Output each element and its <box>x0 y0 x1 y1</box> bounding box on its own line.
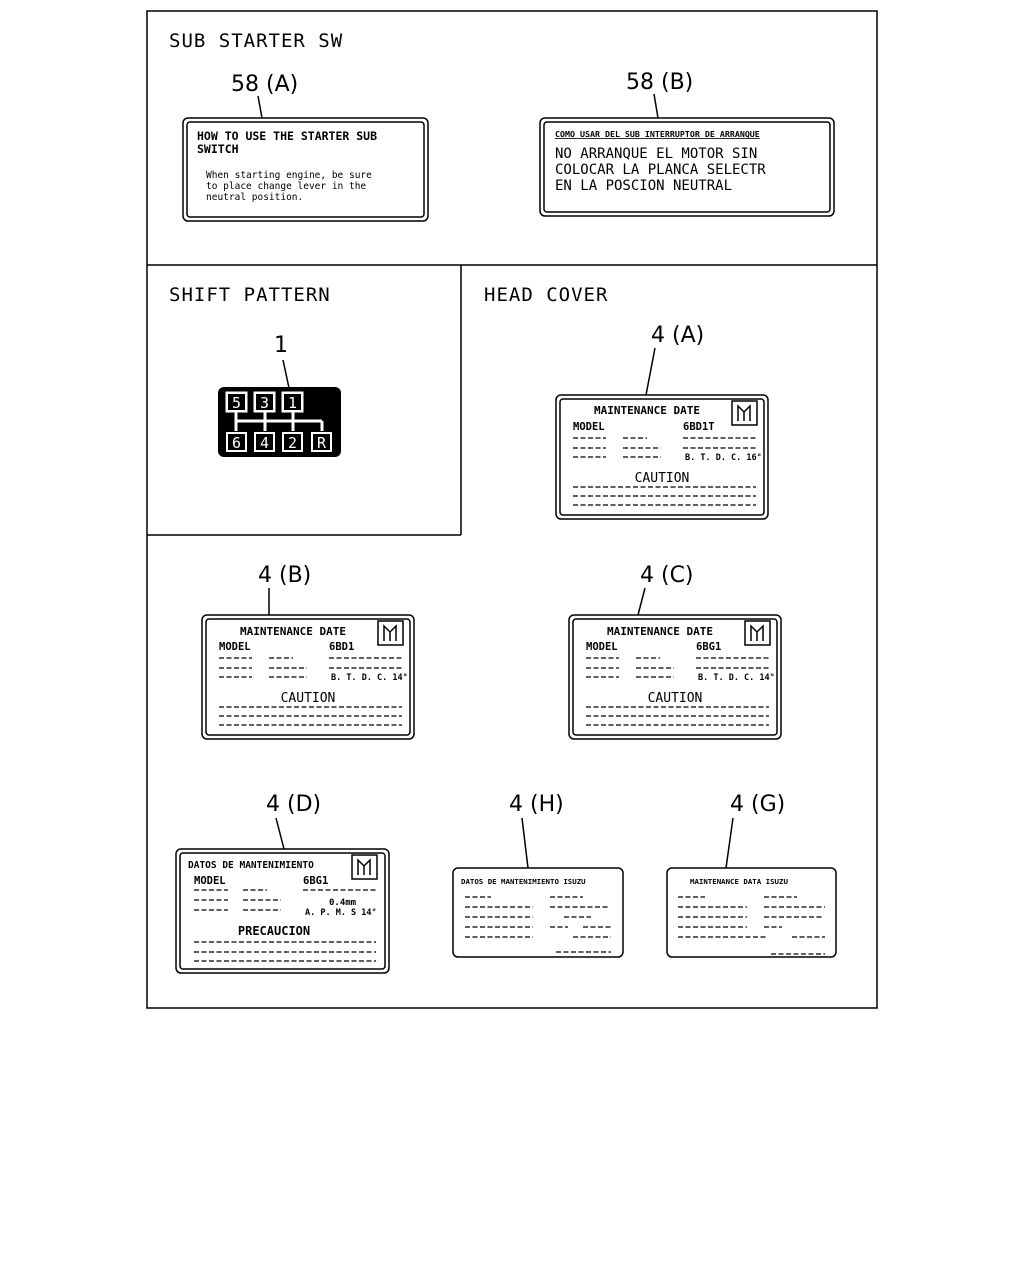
label-4c-title: MAINTENANCE DATE <box>607 625 713 638</box>
label-4d-engine: 6BG1 <box>303 875 328 887</box>
label-4g: MAINTENANCE DATA ISUZU <box>666 867 837 958</box>
label-58a-body-1: When starting engine, be sure <box>206 170 372 181</box>
label-58a: HOW TO USE THE STARTER SUB SWITCH When s… <box>182 117 429 222</box>
label-4a-model: MODEL <box>573 421 605 433</box>
label-4b-btdc: B. T. D. C. 14° <box>331 673 408 683</box>
label-58a-title-2: SWITCH <box>197 142 239 156</box>
leader-4g <box>725 817 734 869</box>
label-4a-caution: CAUTION <box>635 471 690 486</box>
callout-4a: 4 (A) <box>651 323 704 348</box>
shift-gear-4: 4 <box>260 434 269 452</box>
label-58a-body-3: neutral position. <box>206 192 303 203</box>
shift-gear-r: R <box>317 434 327 452</box>
shift-gear-3: 3 <box>260 394 269 412</box>
label-58b-line-1: NO ARRANQUE EL MOTOR SIN <box>555 146 757 162</box>
label-58b-title: COMO USAR DEL SUB INTERRUPTOR DE ARRANQU… <box>555 129 760 139</box>
callout-4b: 4 (B) <box>258 563 311 588</box>
leader-58a <box>257 95 263 119</box>
label-4g-title: MAINTENANCE DATA ISUZU <box>690 877 788 886</box>
leader-58b <box>653 93 659 119</box>
label-4a-title: MAINTENANCE DATE <box>594 404 700 417</box>
leader-4h <box>521 817 529 869</box>
label-58b: COMO USAR DEL SUB INTERRUPTOR DE ARRANQU… <box>539 117 835 217</box>
label-4a-btdc: B. T. D. C. 16° <box>685 453 762 463</box>
callout-1: 1 <box>274 333 288 358</box>
callout-58a: 58 (A) <box>231 72 298 97</box>
label-4d-apms: A. P. M. S 14° <box>305 908 377 918</box>
label-58b-line-3: EN LA POSCION NEUTRAL <box>555 178 732 194</box>
section-title-head-cover: HEAD COVER <box>484 284 608 306</box>
label-4b: MAINTENANCE DATE MODEL 6BD1 B. T. D. C. … <box>201 614 415 740</box>
shift-pattern-plate: 5 3 1 6 4 2 R <box>218 387 341 457</box>
label-4d: DATOS DE MANTENIMIENTO MODEL 6BG1 0.4mm … <box>175 848 390 974</box>
shift-gear-6: 6 <box>232 434 241 452</box>
label-4a-engine: 6BD1T <box>683 421 715 433</box>
leader-4d <box>275 817 285 850</box>
label-4d-gap: 0.4mm <box>329 898 357 908</box>
label-4b-engine: 6BD1 <box>329 641 354 653</box>
leader-4a <box>645 347 656 396</box>
label-58a-body-2: to place change lever in the <box>206 181 366 192</box>
label-4h-title: DATOS DE MANTENIMIENTO ISUZU <box>461 877 586 886</box>
shift-gear-5: 5 <box>232 394 241 412</box>
label-4d-model: MODEL <box>194 875 226 887</box>
label-4h: DATOS DE MANTENIMIENTO ISUZU <box>452 867 624 958</box>
label-4b-model: MODEL <box>219 641 251 653</box>
callout-4g: 4 (G) <box>730 792 785 817</box>
label-4a: MAINTENANCE DATE MODEL 6BD1T B. T. D. C.… <box>555 394 769 520</box>
label-4c-engine: 6BG1 <box>696 641 721 653</box>
label-58b-line-2: COLOCAR LA PLANCA SELECTR <box>555 162 766 178</box>
callout-58b: 58 (B) <box>626 70 693 95</box>
label-4d-title: DATOS DE MANTENIMIENTO <box>188 860 314 871</box>
section-title-sub-starter: SUB STARTER SW <box>169 30 343 52</box>
label-4c-btdc: B. T. D. C. 14° <box>698 673 775 683</box>
label-4b-title: MAINTENANCE DATE <box>240 625 346 638</box>
label-4c: MAINTENANCE DATE MODEL 6BG1 B. T. D. C. … <box>568 614 782 740</box>
outer-frame <box>146 10 878 1009</box>
shift-gear-1: 1 <box>288 394 297 412</box>
leader-4c <box>637 587 646 616</box>
label-4c-caution: CAUTION <box>648 691 703 706</box>
label-4c-model: MODEL <box>586 641 618 653</box>
callout-4c: 4 (C) <box>640 563 694 588</box>
callout-4d: 4 (D) <box>266 792 321 817</box>
label-58a-title-1: HOW TO USE THE STARTER SUB <box>197 129 377 143</box>
callout-4h: 4 (H) <box>509 792 564 817</box>
section-title-shift-pattern: SHIFT PATTERN <box>169 284 331 306</box>
label-4d-caution: PRECAUCION <box>238 924 310 938</box>
shift-gear-2: 2 <box>288 434 297 452</box>
label-4b-caution: CAUTION <box>281 691 336 706</box>
leader-1 <box>282 359 290 389</box>
